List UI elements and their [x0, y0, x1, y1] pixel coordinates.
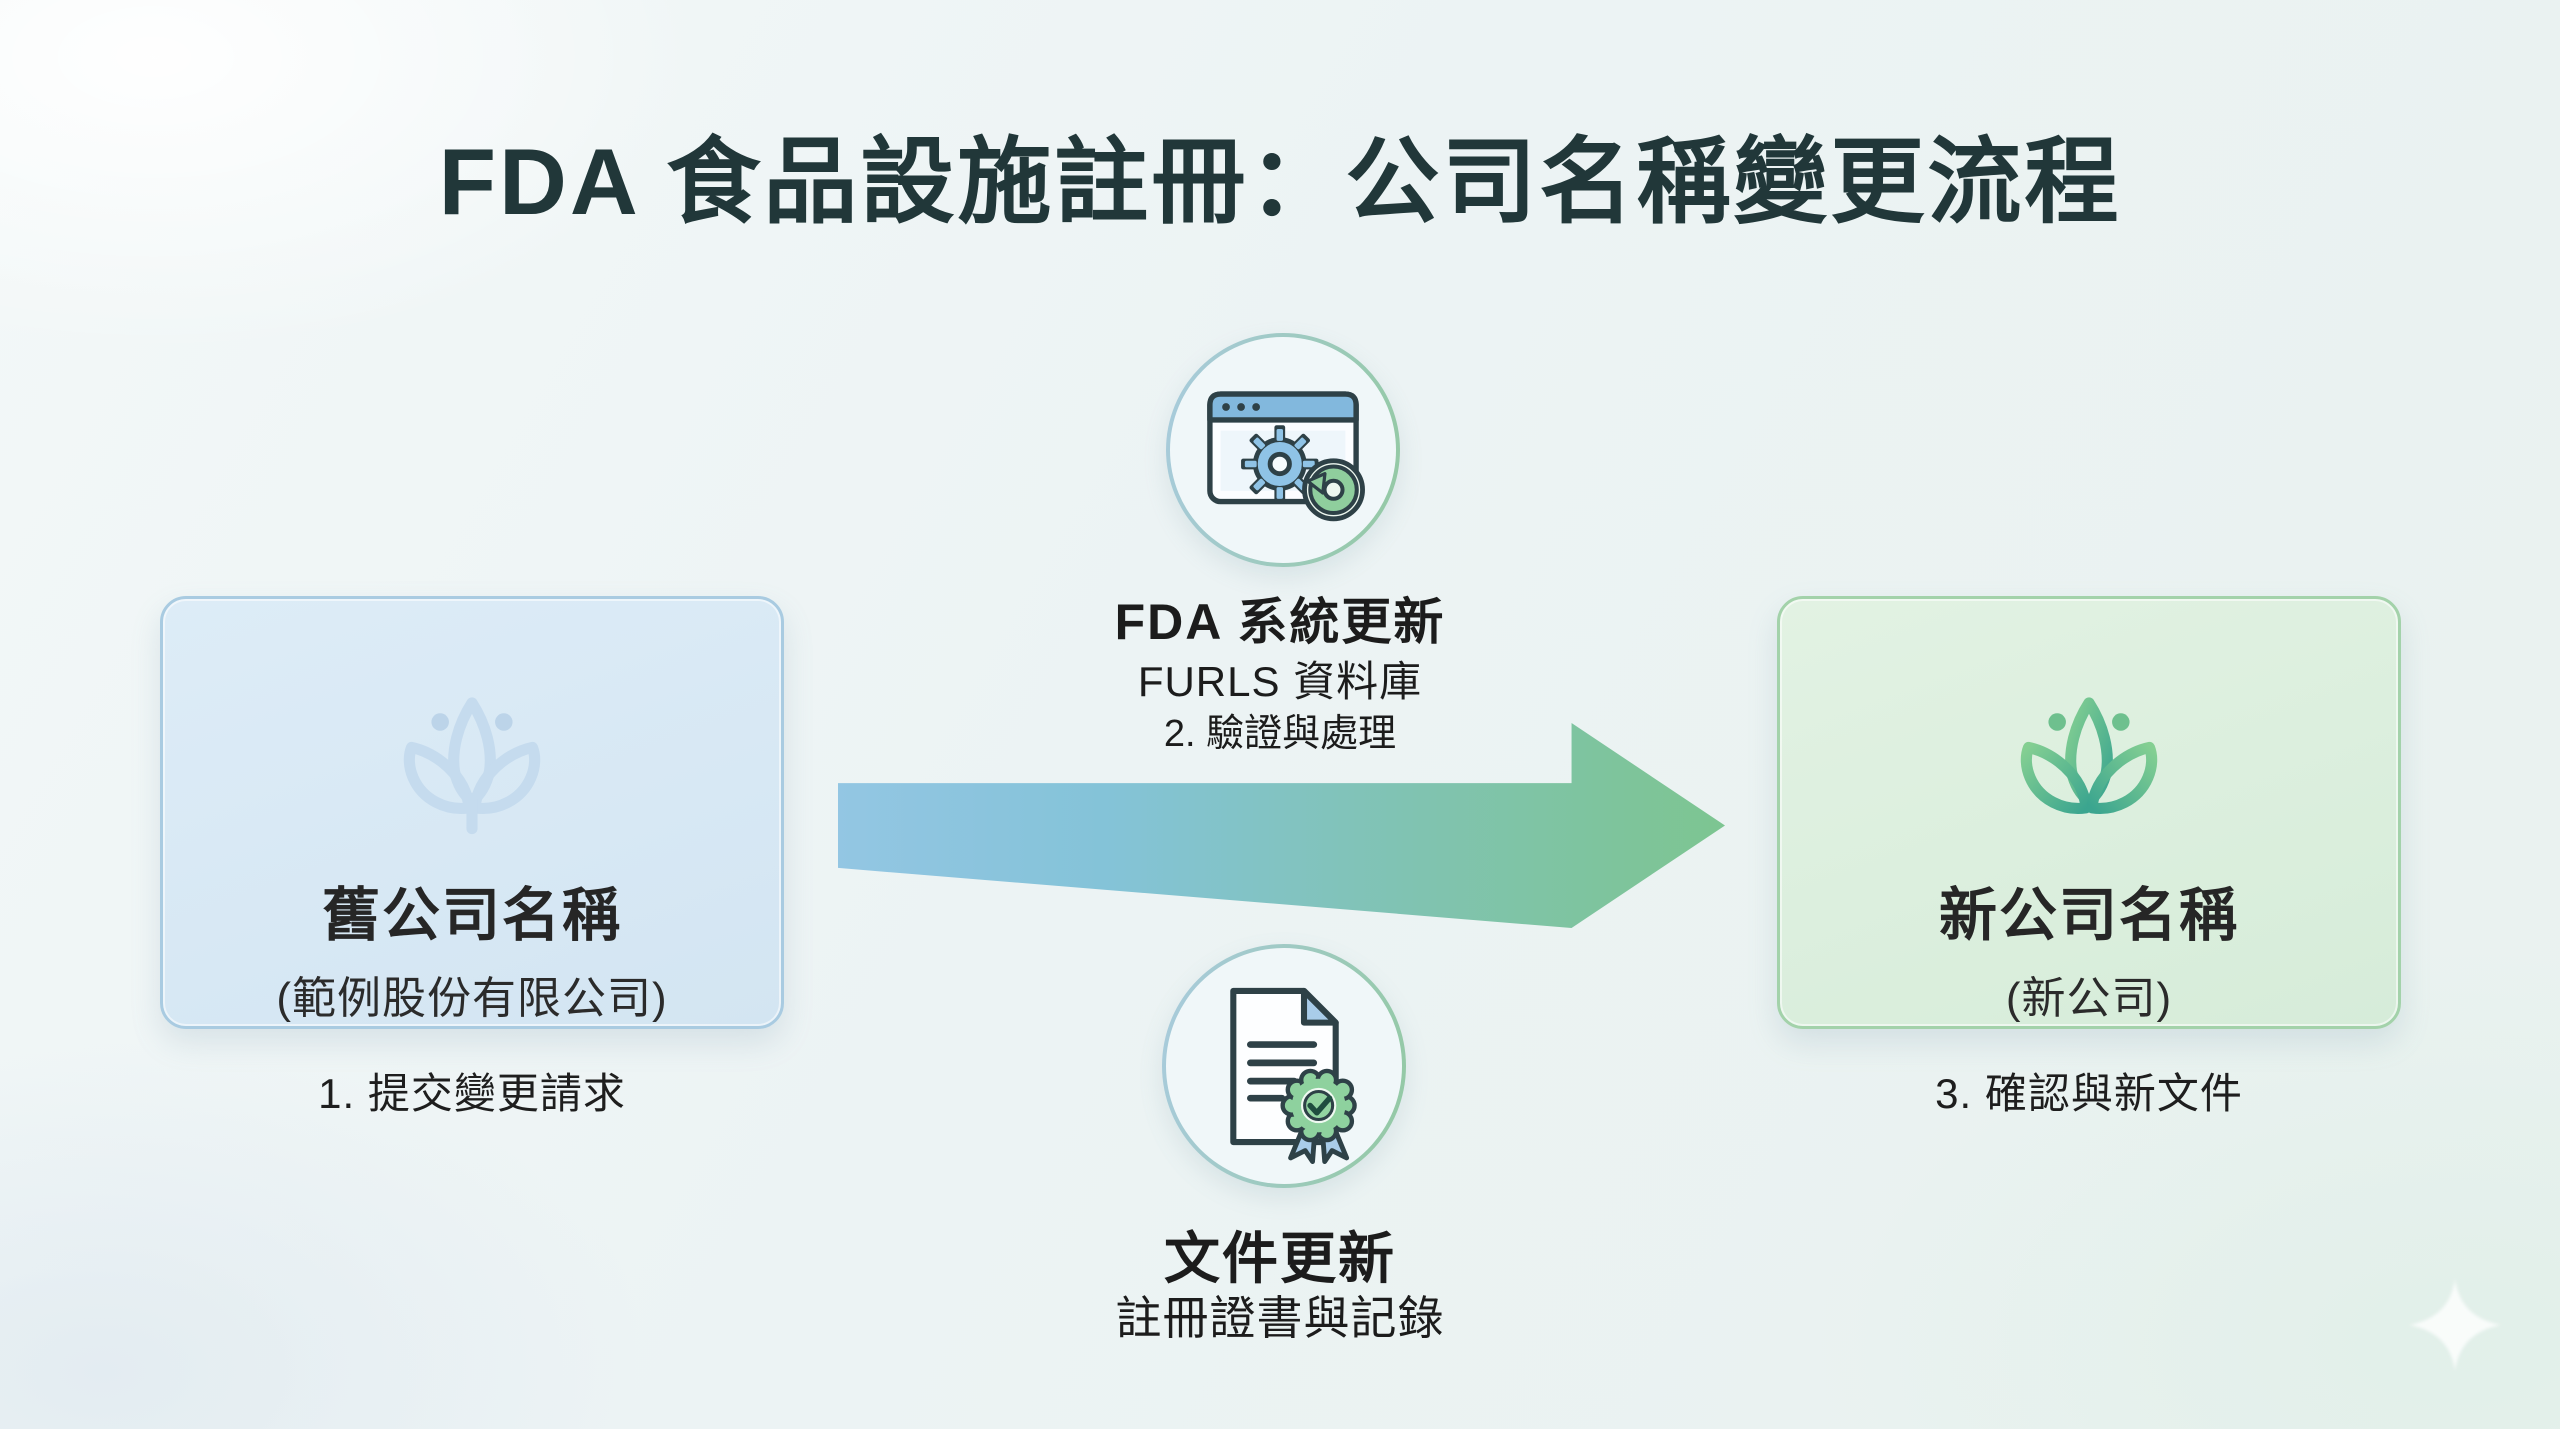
document-update-circle: [1162, 944, 1406, 1188]
system-update-label: FDA 系統更新: [1114, 594, 1446, 650]
lotus-icon: [403, 697, 541, 835]
new-company-label: 新公司名稱: [1938, 883, 2239, 948]
step2-caption: 2. 驗證與處理: [1163, 713, 1397, 755]
new-company-sublabel: (新公司): [2005, 974, 2173, 1023]
old-company-sublabel: (範例股份有限公司): [276, 974, 668, 1023]
page-title: FDA 食品設施註冊：公司名稱變更流程: [438, 129, 2122, 234]
document-certificate-icon: [1229, 987, 1357, 1164]
rosette-badge: [1279, 1068, 1357, 1142]
sparkle-icon: [2409, 1279, 2501, 1371]
old-company-label: 舊公司名稱: [321, 883, 622, 948]
old-company-box: 舊公司名稱 (範例股份有限公司): [160, 596, 784, 1029]
system-update-sublabel: FURLS 資料庫: [1137, 658, 1423, 705]
document-update-sublabel: 註冊證書與記錄: [1115, 1292, 1445, 1344]
step1-caption: 1. 提交變更請求: [318, 1070, 626, 1117]
system-update-circle: [1166, 333, 1400, 567]
new-company-box: 新公司名稱 (新公司): [1777, 596, 2401, 1029]
lotus-icon: [2020, 697, 2158, 835]
browser-gear-refresh-icon: [1207, 391, 1365, 522]
document-update-label: 文件更新: [1164, 1227, 1396, 1290]
step3-caption: 3. 確認與新文件: [1935, 1070, 2243, 1117]
